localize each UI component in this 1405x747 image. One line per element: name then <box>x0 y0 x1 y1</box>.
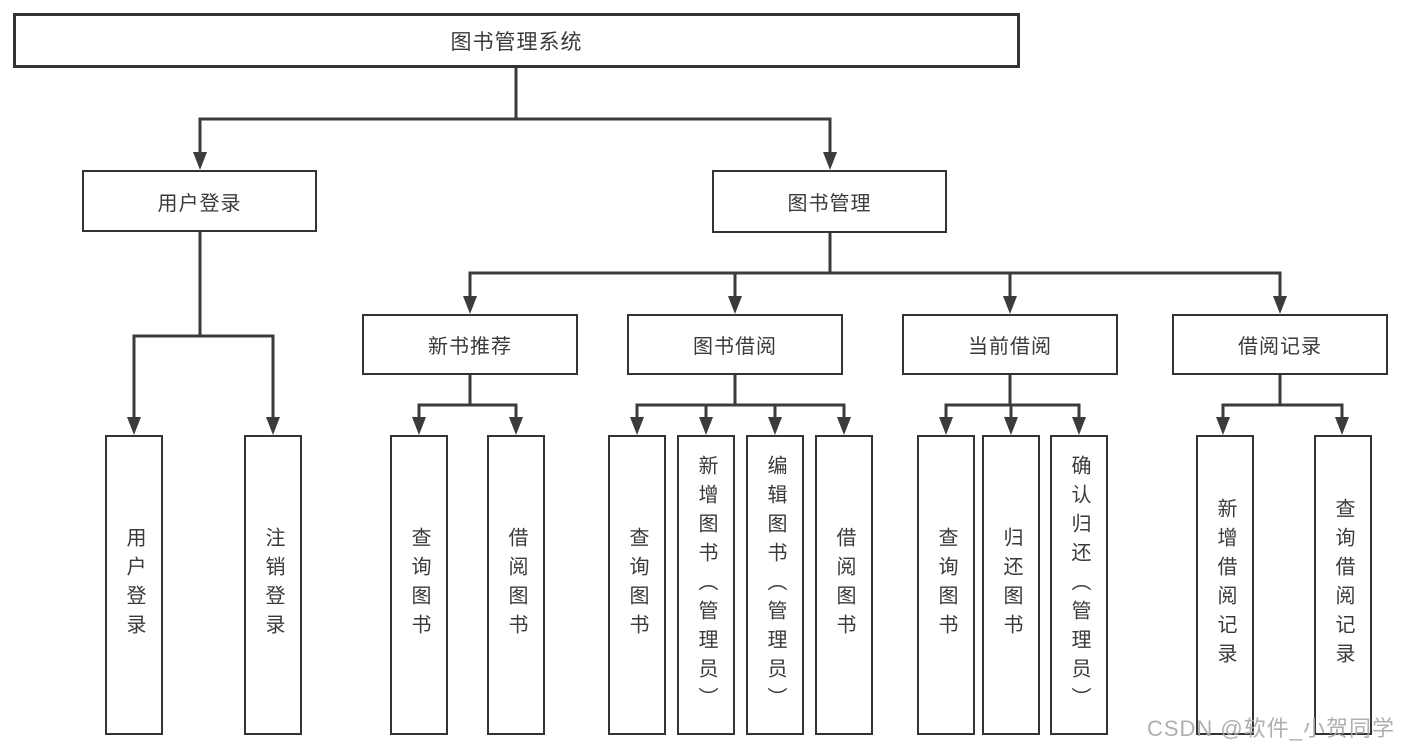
leaf-user-login: 用户登录 <box>105 435 163 735</box>
node-label: 归还图书 <box>1000 527 1022 643</box>
node-label: 查询图书 <box>408 527 430 643</box>
node-new-book-recommend: 新书推荐 <box>362 314 578 375</box>
leaf-borrow-books-recommend: 借阅图书 <box>487 435 545 735</box>
arrowheads <box>127 152 1349 435</box>
node-label: 图书管理系统 <box>450 30 583 54</box>
node-label: 图书借阅 <box>693 336 777 358</box>
leaf-return-books: 归还图书 <box>982 435 1040 735</box>
leaf-query-books-recommend: 查询图书 <box>390 435 448 735</box>
node-label: 用户登录 <box>157 192 242 215</box>
connector-borrowing-records <box>1221 373 1344 420</box>
leaf-logout: 注销登录 <box>244 435 302 735</box>
node-book-management: 图书管理 <box>712 170 947 233</box>
connector-root <box>198 66 832 155</box>
node-label: 借阅记录 <box>1238 336 1322 358</box>
node-borrowing-records: 借阅记录 <box>1172 314 1388 375</box>
node-label: 确认归还（管理员） <box>1068 454 1090 716</box>
node-book-borrowing: 图书借阅 <box>627 314 843 375</box>
node-user-login: 用户登录 <box>82 170 317 232</box>
node-label: 借阅图书 <box>833 527 855 643</box>
node-label: 查询图书 <box>626 527 648 643</box>
node-label: 借阅图书 <box>505 527 527 643</box>
leaf-edit-book-admin: 编辑图书（管理员） <box>746 435 804 735</box>
connector-user-login <box>132 230 275 420</box>
node-label: 查询借阅记录 <box>1332 498 1354 672</box>
leaf-add-borrow-record: 新增借阅记录 <box>1196 435 1254 735</box>
leaf-query-books-borrowing: 查询图书 <box>608 435 666 735</box>
node-label: 编辑图书（管理员） <box>764 454 786 716</box>
node-label: 新增借阅记录 <box>1214 498 1236 672</box>
node-label: 新增图书（管理员） <box>695 454 717 716</box>
node-label: 用户登录 <box>123 527 145 643</box>
connector-current-borrowing <box>944 373 1081 420</box>
connector-book-borrowing <box>635 373 846 420</box>
leaf-query-borrow-record: 查询借阅记录 <box>1314 435 1372 735</box>
node-label: 查询图书 <box>935 527 957 643</box>
leaf-add-book-admin: 新增图书（管理员） <box>677 435 735 735</box>
node-label: 图书管理 <box>787 193 872 215</box>
connector-book-management <box>468 231 1282 299</box>
node-library-system: 图书管理系统 <box>13 13 1020 68</box>
node-label: 注销登录 <box>262 527 284 643</box>
leaf-query-books-current: 查询图书 <box>917 435 975 735</box>
leaf-borrow-books-borrowing: 借阅图书 <box>815 435 873 735</box>
leaf-confirm-return-admin: 确认归还（管理员） <box>1050 435 1108 735</box>
connector-new-book <box>417 373 518 420</box>
node-label: 新书推荐 <box>428 336 512 358</box>
node-label: 当前借阅 <box>968 336 1052 358</box>
node-current-borrowing: 当前借阅 <box>902 314 1118 375</box>
